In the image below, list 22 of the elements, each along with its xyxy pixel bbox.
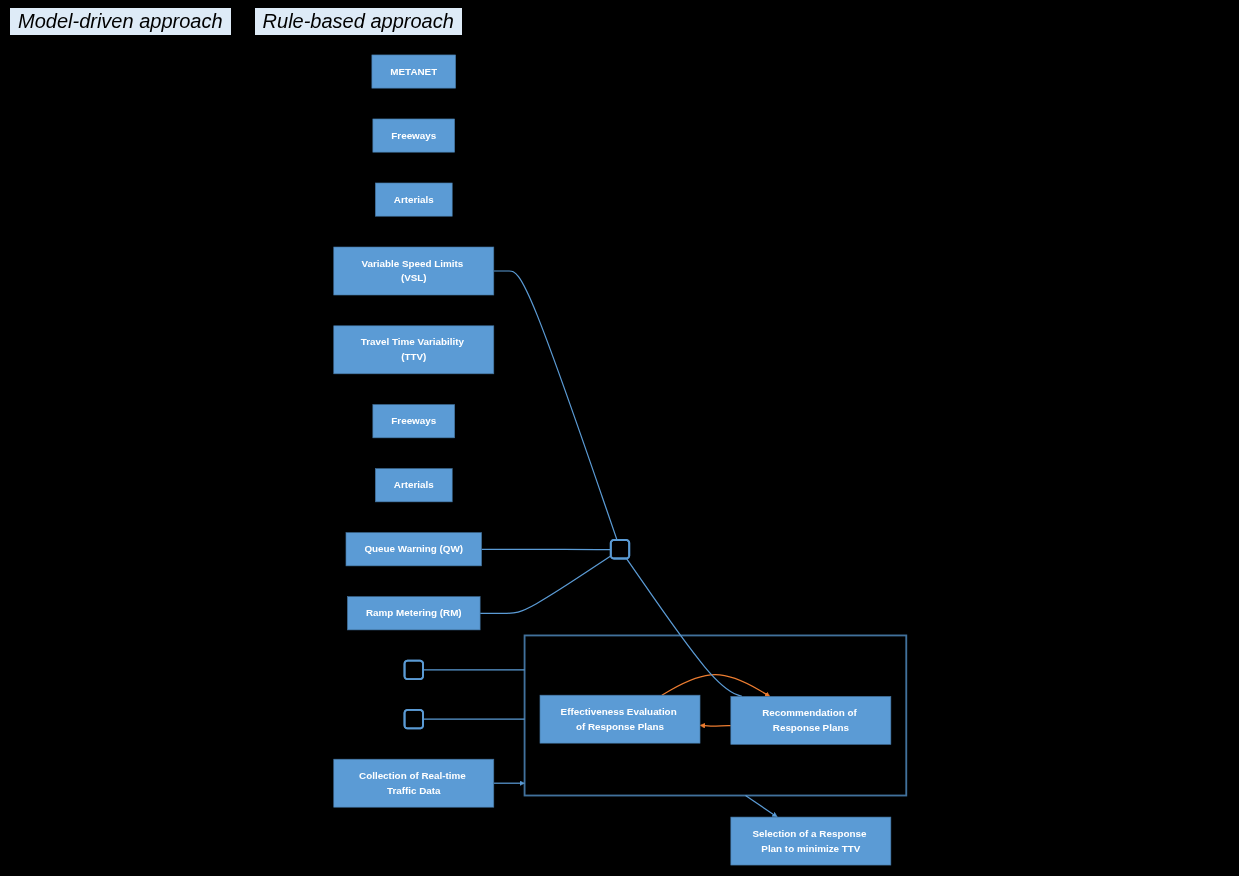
node-box: Arterials bbox=[374, 182, 453, 217]
node-box: Ramp Metering (RM) bbox=[346, 596, 480, 631]
cluster bbox=[523, 634, 907, 797]
connector bbox=[479, 555, 612, 614]
node-box: Arterials bbox=[374, 468, 453, 503]
approach-label: Rule-based approach bbox=[254, 8, 462, 35]
node-box: Selection of a Response Plan to minimize TTV bbox=[730, 816, 891, 866]
approach-label: Model-driven approach bbox=[10, 8, 231, 35]
connector bbox=[492, 270, 618, 541]
arrow bbox=[492, 780, 525, 786]
node-box: Travel Time Variability (TTV) bbox=[332, 325, 494, 375]
node-box: Effectiveness Evaluation of Response Plans bbox=[539, 694, 700, 744]
connector bbox=[625, 558, 743, 697]
node-box: Collection of Real-time Traffic Data bbox=[332, 758, 494, 808]
arrow bbox=[699, 723, 731, 729]
node-box: Variable Speed Limits (VSL) bbox=[332, 246, 494, 296]
node-box: Freeways bbox=[372, 118, 455, 153]
node-box: Recommendation of Response Plans bbox=[730, 696, 891, 745]
node-box: METANET bbox=[371, 54, 456, 89]
node-box: Freeways bbox=[372, 404, 455, 439]
arrow bbox=[660, 674, 770, 697]
node-box: Queue Warning (QW) bbox=[345, 532, 482, 567]
